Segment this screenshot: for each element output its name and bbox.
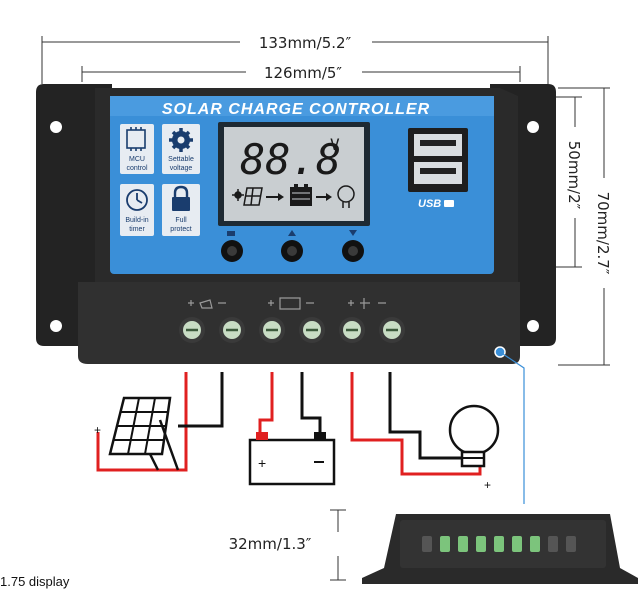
lightbulb-icon [337, 185, 355, 208]
battery-negative-wire [300, 372, 322, 432]
usb-icon: USB [418, 198, 454, 210]
icon-label: MCU [129, 156, 145, 163]
up-button[interactable] [281, 230, 303, 262]
side-height-label: 32mm/1.3″ [229, 535, 312, 553]
usb-label: USB [418, 198, 441, 210]
icon-label: Build-in [125, 217, 148, 224]
cpu-chip-icon [126, 127, 146, 151]
icon-timer: Build-in timer [120, 184, 154, 236]
control-buttons [221, 230, 364, 262]
solar-negative-wire [178, 372, 224, 428]
terminal-block [78, 282, 520, 364]
side-view [362, 514, 638, 584]
footnote-text: 1.75 display [0, 574, 70, 589]
icon-mcu: MCU control [120, 124, 154, 174]
icon-settable-voltage: Settable voltage [162, 124, 200, 174]
battery-positive-wire [258, 372, 274, 432]
mounting-hole [527, 121, 539, 133]
terminal-labels [188, 297, 386, 310]
down-button[interactable] [342, 230, 364, 262]
outer-width-label: 133mm/5.2″ [259, 34, 352, 52]
solar-positive-wire [96, 372, 188, 472]
panel-title-band [110, 96, 494, 116]
pointer-line [499, 351, 525, 504]
mounting-hole [50, 320, 62, 332]
lcd-display: 88.8 V [218, 122, 370, 226]
icon-label: Full [175, 217, 187, 224]
screw-terminals [179, 317, 405, 343]
sun-icon [232, 189, 244, 201]
side-terminal-openings [422, 536, 576, 552]
screw-terminal-load-negative[interactable] [379, 317, 405, 343]
icon-protection: Full protect [162, 184, 200, 236]
solar-panel-icon [243, 187, 263, 206]
lcd-voltage-unit: V [330, 135, 340, 154]
mounting-hole [527, 320, 539, 332]
outer-height-label: 70mm/2.7″ [594, 192, 612, 275]
menu-button[interactable] [221, 231, 243, 262]
load-negative-wire [388, 372, 470, 460]
screw-terminal-solar-negative[interactable] [219, 317, 245, 343]
solar-panel-illustration: + [94, 396, 180, 471]
wiring [96, 372, 482, 476]
dimension-outer-width [41, 36, 549, 84]
panel-title: SOLAR CHARGE CONTROLLER [162, 101, 430, 118]
svg-text:+: + [258, 455, 266, 471]
screw-terminal-battery-positive[interactable] [259, 317, 285, 343]
screw-terminal-battery-negative[interactable] [299, 317, 325, 343]
arrow-right-icon [266, 193, 284, 201]
load-lightbulb-illustration: + [448, 404, 500, 492]
dimension-outer-height [558, 87, 610, 366]
dimension-side-height [330, 509, 346, 581]
inner-height-label: 50mm/2″ [565, 141, 583, 210]
screw-terminal-solar-positive[interactable] [179, 317, 205, 343]
icon-label: voltage [170, 165, 193, 172]
load-positive-wire [350, 372, 482, 476]
icon-label: timer [129, 226, 145, 233]
icon-label: control [126, 165, 147, 172]
padlock-icon [172, 185, 190, 211]
inner-width-label: 126mm/5″ [264, 64, 342, 82]
arrow-right-icon [316, 193, 332, 201]
battery-icon [290, 184, 312, 206]
screw-terminal-load-positive[interactable] [339, 317, 365, 343]
mounting-hole [50, 121, 62, 133]
icon-label: Settable [168, 156, 194, 163]
usb-ports: USB [408, 128, 468, 210]
svg-text:+: + [484, 478, 491, 492]
dimension-inner-width [81, 66, 521, 82]
gear-icon [169, 128, 193, 152]
clock-icon [126, 189, 148, 211]
icon-label: protect [170, 226, 191, 233]
battery-illustration: + [248, 432, 336, 486]
lcd-voltage-reading: 88.8 [240, 135, 341, 184]
svg-text:+: + [94, 423, 101, 437]
